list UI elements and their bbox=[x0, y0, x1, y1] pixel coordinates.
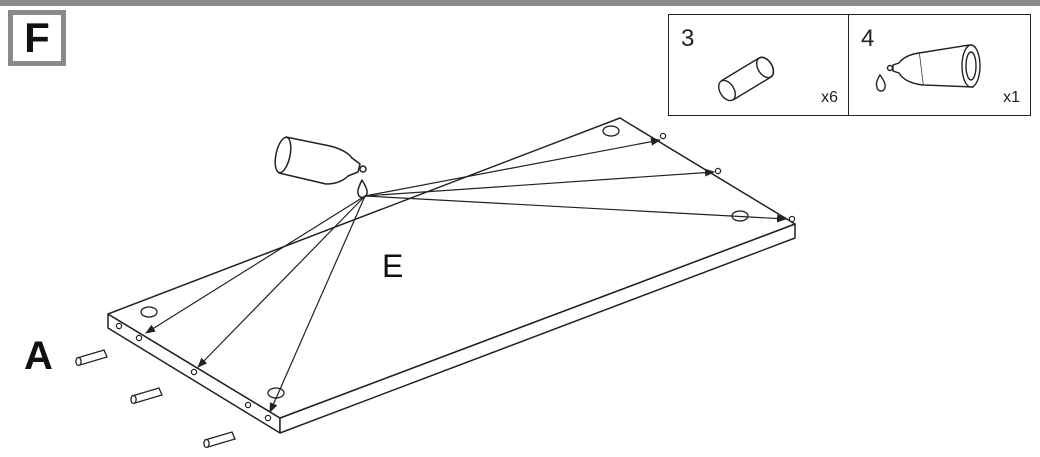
panel-hole bbox=[602, 125, 620, 137]
top-rule bbox=[0, 0, 1040, 6]
glue-arrow bbox=[364, 137, 661, 197]
part-number: 4 bbox=[861, 25, 875, 52]
glue-bottle bbox=[274, 136, 368, 199]
glue-arrow bbox=[364, 168, 715, 197]
glue-arrow bbox=[197, 195, 366, 368]
part-number: 3 bbox=[681, 25, 695, 52]
step-badge: F bbox=[8, 10, 66, 66]
edge-hole bbox=[190, 368, 198, 376]
glue-arrow bbox=[145, 195, 366, 334]
panel-top-face bbox=[107, 117, 796, 419]
part-cell-dowel: 3 x6 bbox=[669, 15, 849, 115]
glue-arrow bbox=[364, 195, 787, 223]
edge-hole bbox=[135, 334, 143, 342]
part-quantity: x6 bbox=[821, 89, 838, 106]
edge-hole bbox=[659, 132, 667, 140]
step-letter: F bbox=[24, 14, 50, 61]
dowel bbox=[203, 431, 236, 449]
wooden-dowel-icon bbox=[717, 56, 775, 102]
panel-label: E bbox=[382, 248, 404, 284]
dowel bbox=[75, 349, 108, 367]
parts-list: 3 x6 4 x1 bbox=[668, 14, 1031, 116]
panel-hole bbox=[140, 306, 158, 318]
dowel-label: A bbox=[24, 334, 53, 378]
panel-hole bbox=[267, 387, 285, 399]
part-cell-glue: 4 x1 bbox=[849, 15, 1030, 115]
edge-hole bbox=[714, 167, 722, 175]
part-quantity: x1 bbox=[1003, 89, 1020, 106]
dowels-a bbox=[75, 349, 236, 449]
glue-bottle-icon bbox=[875, 44, 981, 92]
edge-hole bbox=[115, 322, 123, 330]
dowel bbox=[130, 387, 163, 405]
edge-hole bbox=[244, 401, 252, 409]
glue-arrow bbox=[269, 195, 366, 413]
edge-hole bbox=[788, 215, 796, 223]
edge-hole bbox=[264, 414, 272, 422]
